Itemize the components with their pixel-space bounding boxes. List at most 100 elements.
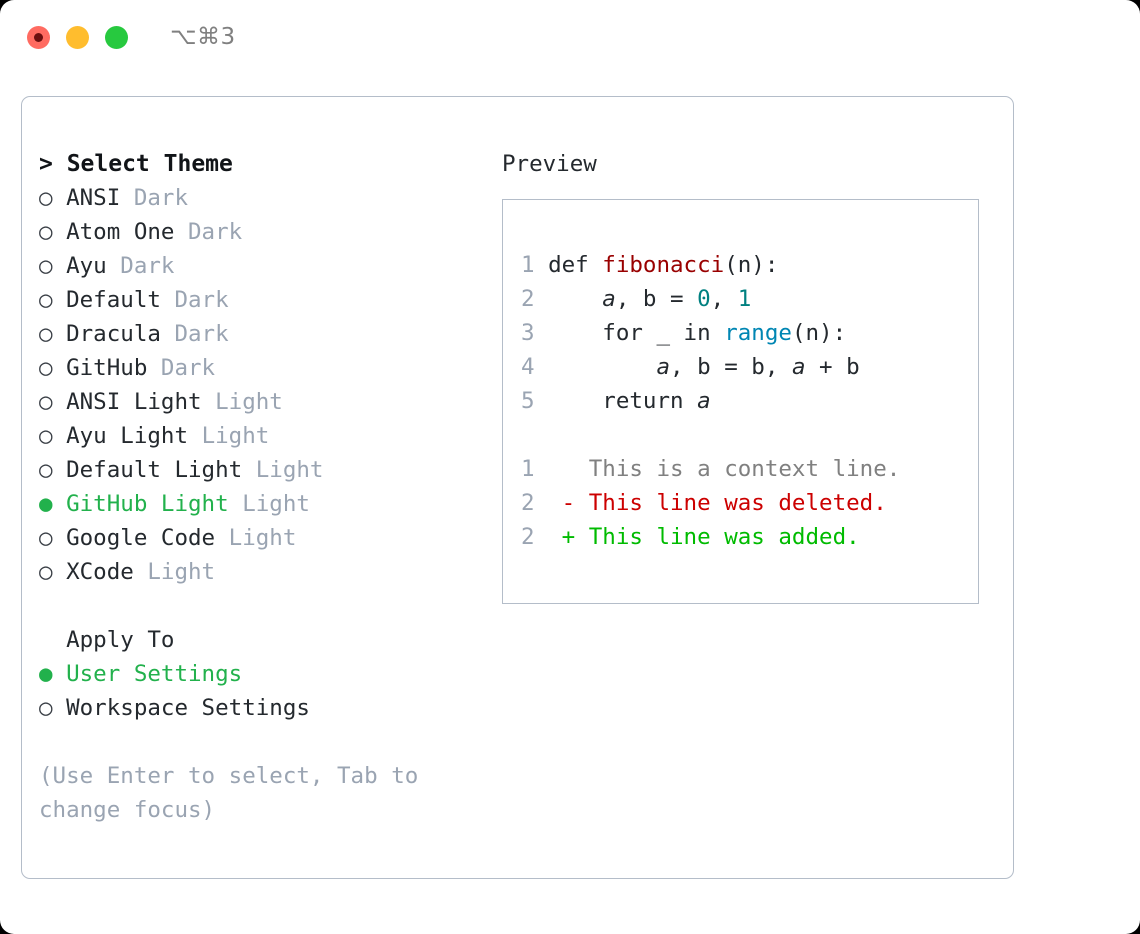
theme-variant-tag: Light [228,525,297,551]
code-token: a [697,388,711,414]
apply-to-label: Workspace Settings [66,695,310,721]
radio-unselected-icon: ○ [39,389,67,415]
preview-column: Preview 1 def fibonacci(n):2 a, b = 0, 1… [502,147,997,604]
theme-list-item[interactable]: ○ Ayu Dark [39,249,499,283]
minimize-button[interactable] [66,26,89,49]
code-token: (n): [791,320,847,346]
code-token: for _ in [548,320,725,346]
radio-unselected-icon: ○ [39,185,67,211]
theme-name: ANSI Light [66,389,216,415]
line-number: 4 [521,354,549,380]
radio-unselected-icon: ○ [39,321,67,347]
apply-to-option[interactable]: ○ Workspace Settings [39,691,499,725]
code-token: (n): [724,252,779,278]
theme-name: Default [66,287,175,313]
code-token [548,286,602,312]
theme-name: GitHub [66,355,161,381]
code-token: 0 [697,286,711,312]
theme-variant-tag: Light [242,491,310,517]
theme-list-item[interactable]: ○ Ayu Light Light [39,419,499,453]
theme-list-item[interactable]: ○ Atom One Dark [39,215,499,249]
theme-name: Google Code [66,525,229,551]
line-number: 1 [521,456,549,482]
keyboard-shortcut-label: ⌥⌘3 [170,24,236,50]
theme-list[interactable]: ○ ANSI Dark○ Atom One Dark○ Ayu Dark○ De… [39,181,499,589]
apply-to-label: User Settings [66,661,243,687]
apply-to-option[interactable]: ● User Settings [39,657,499,691]
theme-list-item[interactable]: ○ Dracula Dark [39,317,499,351]
theme-list-item[interactable]: ○ Default Light Light [39,453,499,487]
spacer-2 [39,725,499,759]
code-token: , b = [615,286,698,312]
radio-unselected-icon: ○ [39,355,67,381]
code-token: def [548,252,603,278]
close-button[interactable] [27,26,50,49]
theme-list-item[interactable]: ○ ANSI Dark [39,181,499,215]
window-controls [27,26,128,49]
code-token: a [791,354,806,380]
theme-name: XCode [66,559,148,585]
code-token: 1 [737,286,752,312]
code-line: 1 def fibonacci(n): [521,248,900,282]
code-token: fibonacci [602,252,725,278]
maximize-button[interactable] [105,26,128,49]
code-token: range [724,320,792,346]
diff-text: + This line was added. [548,524,860,550]
radio-unselected-icon: ○ [39,253,67,279]
apply-to-heading: Apply To [39,627,175,653]
code-blank-line [521,418,900,452]
theme-list-item[interactable]: ○ XCode Light [39,555,499,589]
code-token: , b = b, [670,354,792,380]
radio-unselected-icon: ○ [39,287,67,313]
theme-variant-tag: Dark [120,253,175,279]
theme-name: Default Light [66,457,256,483]
code-line: 5 return a [521,384,900,418]
theme-name: Dracula [66,321,175,347]
code-token: return [548,388,698,414]
radio-selected-icon: ● [39,661,67,687]
code-line: 4 a, b = b, a + b [521,350,900,384]
theme-list-item[interactable]: ● GitHub Light Light [39,487,499,521]
theme-variant-tag: Dark [133,185,189,211]
code-token: a [602,286,616,312]
radio-unselected-icon: ○ [39,219,67,245]
theme-list-item[interactable]: ○ ANSI Light Light [39,385,499,419]
code-line: 2 a, b = 0, 1 [521,282,900,316]
preview-title: Preview [502,151,597,177]
code-token: + b [805,354,860,380]
radio-selected-icon: ● [39,491,67,517]
line-number: 2 [521,286,549,312]
radio-unselected-icon: ○ [39,423,67,449]
select-theme-heading: > Select Theme [39,151,233,177]
theme-list-item[interactable]: ○ GitHub Dark [39,351,499,385]
diff-line: 1 This is a context line. [521,452,900,486]
theme-variant-tag: Light [147,559,216,585]
radio-unselected-icon: ○ [39,525,67,551]
line-number: 5 [521,388,549,414]
diff-line: 2 + This line was added. [521,520,900,554]
diff-text: This is a context line. [548,456,901,482]
apply-to-options[interactable]: ● User Settings○ Workspace Settings [39,657,499,725]
theme-variant-tag: Dark [174,287,229,313]
theme-list-item[interactable]: ○ Default Dark [39,283,499,317]
line-number: 1 [521,252,549,278]
theme-name: Atom One [66,219,189,245]
code-token: a [656,354,671,380]
line-number: 2 [521,524,549,550]
code-line: 3 for _ in range(n): [521,316,900,350]
spacer [39,589,499,623]
theme-variant-tag: Light [255,457,324,483]
theme-variant-tag: Light [215,389,283,415]
diff-line: 2 - This line was deleted. [521,486,900,520]
main-panel: > Select Theme ○ ANSI Dark○ Atom One Dar… [21,96,1014,879]
code-token [548,354,656,380]
code-token: , [710,286,738,312]
title-bar: ⌥⌘3 [0,0,1140,78]
theme-list-item[interactable]: ○ Google Code Light [39,521,499,555]
theme-variant-tag: Dark [188,219,243,245]
theme-variant-tag: Dark [160,355,216,381]
hint-line-1: (Use Enter to select, Tab to [39,763,419,789]
